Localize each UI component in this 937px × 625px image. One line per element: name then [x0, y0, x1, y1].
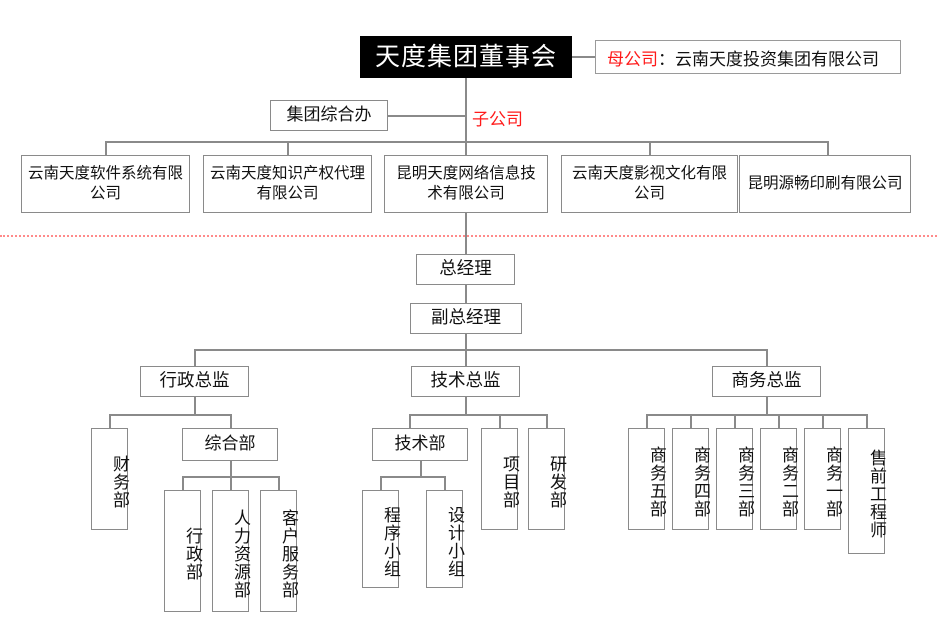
connector-tech-group-1 — [380, 476, 382, 490]
connector-board-to-parent — [572, 56, 605, 58]
connector-business-4 — [778, 414, 780, 428]
connector-business-down — [766, 397, 768, 414]
connector-tech-group-2 — [444, 476, 446, 490]
connector-general-affairs-dept — [230, 414, 232, 428]
connector-director-tech — [465, 349, 467, 366]
admin-sub-department-node-2[interactable]: 人力资源部 — [212, 490, 250, 612]
connector-business-6 — [866, 414, 868, 428]
admin-bus-line — [109, 414, 231, 416]
connector-subsidiary-5 — [827, 141, 829, 155]
director-node-business[interactable]: 商务总监 — [712, 366, 821, 397]
tech-sub-group-node-1[interactable]: 程序小组 — [362, 490, 400, 588]
connector-business-5 — [822, 414, 824, 428]
business-department-node-3[interactable]: 商务三部 — [716, 428, 754, 530]
group-office-node[interactable]: 集团综合办 — [270, 100, 388, 131]
business-department-node-presales-engineer[interactable]: 售前工程师 — [848, 428, 886, 554]
business-department-node-4[interactable]: 商务二部 — [760, 428, 798, 530]
business-bus-line — [646, 414, 866, 416]
connector-admin-down — [194, 397, 196, 414]
board-of-directors-node[interactable]: 天度集团董事会 — [360, 36, 572, 78]
general-manager-node[interactable]: 总经理 — [416, 254, 515, 285]
parent-company-label: 母公司 — [607, 49, 658, 70]
admin-sub-department-node-3[interactable]: 客户服务部 — [260, 490, 298, 612]
connector-finance-dept — [109, 414, 111, 428]
connector-subsidiary-2 — [287, 141, 289, 155]
subsidiary-node-2[interactable]: 云南天度知识产权代理有限公司 — [203, 155, 372, 213]
connector-trunk-to-subsidiary-bus — [465, 108, 467, 141]
tech-bus-line — [409, 414, 547, 416]
connector-business-1 — [646, 414, 648, 428]
parent-company-name: 云南天度投资集团有限公司 — [675, 49, 879, 70]
connector-group-office — [388, 115, 466, 117]
parent-company-box: 母公司 ： 云南天度投资集团有限公司 — [595, 40, 901, 74]
subsidiary-node-1[interactable]: 云南天度软件系统有限公司 — [21, 155, 190, 213]
tech-department-node-project[interactable]: 项目部 — [481, 428, 519, 530]
connector-tech-dept — [409, 414, 411, 428]
tech-department-node-rd[interactable]: 研发部 — [528, 428, 566, 530]
connector-business-3 — [734, 414, 736, 428]
connector-technology-down — [420, 461, 422, 476]
connector-to-management-section — [465, 213, 467, 256]
admin-sub-department-node-1[interactable]: 行政部 — [164, 490, 202, 612]
subsidiary-node-5[interactable]: 昆明源畅印刷有限公司 — [739, 155, 911, 213]
tech-department-node-technology[interactable]: 技术部 — [372, 428, 468, 461]
directors-bus-line — [194, 349, 767, 351]
connector-director-admin — [194, 349, 196, 366]
connector-subsidiary-3 — [465, 141, 467, 155]
connector-general-affairs-down — [230, 461, 232, 476]
subsidiary-node-4[interactable]: 云南天度影视文化有限公司 — [561, 155, 738, 213]
connector-admin-sub-1 — [182, 476, 184, 490]
connector-project-dept — [499, 414, 501, 428]
admin-department-node-general-affairs[interactable]: 综合部 — [182, 428, 278, 461]
connector-rd-dept — [546, 414, 548, 428]
connector-business-2 — [690, 414, 692, 428]
connector-admin-sub-3 — [278, 476, 280, 490]
business-department-node-5[interactable]: 商务一部 — [804, 428, 842, 530]
technology-bus-line — [380, 476, 445, 478]
deputy-general-manager-node[interactable]: 副总经理 — [410, 303, 522, 334]
connector-director-business — [766, 349, 768, 366]
connector-tech-down — [465, 397, 467, 414]
connector-board-trunk — [465, 78, 467, 108]
admin-department-node-finance[interactable]: 财务部 — [91, 428, 129, 530]
business-department-node-1[interactable]: 商务五部 — [628, 428, 666, 530]
parent-company-separator: ： — [658, 49, 675, 70]
subsidiary-label: 子公司 — [472, 110, 523, 130]
connector-subsidiary-1 — [105, 141, 107, 155]
connector-admin-sub-2 — [230, 476, 232, 490]
section-divider — [0, 235, 937, 237]
subsidiary-node-3[interactable]: 昆明天度网络信息技术有限公司 — [384, 155, 548, 213]
business-department-node-2[interactable]: 商务四部 — [672, 428, 710, 530]
director-node-tech[interactable]: 技术总监 — [411, 366, 520, 397]
connector-deputy-to-directors-bus — [465, 334, 467, 349]
connector-gm-to-deputy — [465, 285, 467, 303]
tech-sub-group-node-2[interactable]: 设计小组 — [426, 490, 464, 588]
director-node-admin[interactable]: 行政总监 — [140, 366, 249, 397]
connector-subsidiary-4 — [649, 141, 651, 155]
